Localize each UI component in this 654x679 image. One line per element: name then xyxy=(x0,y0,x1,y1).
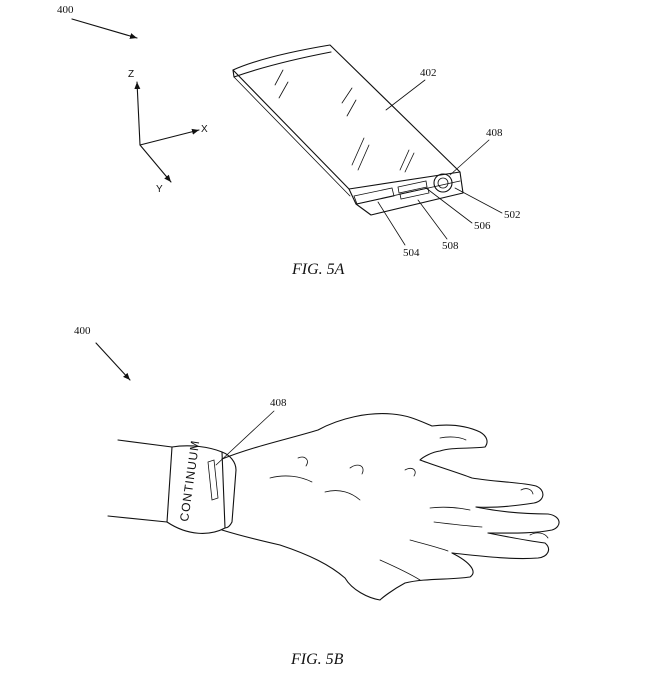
thumb-nail-mark xyxy=(439,436,467,441)
ref-408-label-b: 408 xyxy=(270,397,287,409)
ref-408-label-a: 408 xyxy=(486,127,503,139)
glare-mark xyxy=(341,87,357,117)
ref-504-label: 504 xyxy=(403,247,420,259)
forearm-bottom-edge xyxy=(107,515,168,523)
finger-ring-outline xyxy=(451,532,550,560)
figure-5a-caption: FIG. 5A xyxy=(291,261,345,278)
ref-502-leader xyxy=(454,187,503,214)
display-element-504 xyxy=(353,187,395,205)
ref-402-leader xyxy=(385,79,426,111)
indicator-506 xyxy=(397,180,428,194)
palm-crease xyxy=(379,559,421,581)
finger-middle-outline xyxy=(475,506,560,534)
ref-508-label: 508 xyxy=(442,240,459,252)
band-side xyxy=(221,451,237,529)
band-button-408 xyxy=(207,459,219,501)
glare-mark xyxy=(351,137,370,171)
z-axis-label: Z xyxy=(128,69,134,80)
ref-400-arrow-a xyxy=(71,18,138,39)
ref-400-arrow-b xyxy=(95,342,131,381)
button-408 xyxy=(433,173,453,193)
figure-5b-caption: FIG. 5B xyxy=(290,651,344,668)
button-408-inner xyxy=(437,177,449,189)
figure-5b: 400 408 xyxy=(74,325,560,668)
ref-400-label-a: 400 xyxy=(57,4,74,16)
palm-lower-outline xyxy=(221,529,474,601)
finger-crease xyxy=(409,539,449,552)
fingernail-mark xyxy=(520,488,534,495)
figure-5a: 400 Z X Y xyxy=(57,4,521,278)
fingernail-mark xyxy=(529,532,549,539)
knuckle-line xyxy=(349,464,364,475)
y-axis xyxy=(139,144,172,183)
hand-upper-outline xyxy=(221,413,544,508)
ref-504-leader xyxy=(377,201,406,246)
z-axis xyxy=(134,81,141,146)
ref-502-label: 502 xyxy=(504,209,521,221)
hand-illustration xyxy=(107,413,560,601)
wrist-band: CONTINUUM xyxy=(166,439,237,534)
finger-crease xyxy=(429,506,471,511)
ref-508-leader xyxy=(417,199,448,240)
tendon-line xyxy=(324,490,361,501)
indicator-508 xyxy=(399,187,430,200)
device-curved-edge xyxy=(232,51,332,78)
forearm-top-edge xyxy=(117,439,173,448)
wearable-device xyxy=(232,44,464,216)
coordinate-axes: Z X Y xyxy=(128,69,208,195)
band-text: CONTINUUM xyxy=(177,439,202,522)
ref-506-label: 506 xyxy=(474,220,491,232)
device-side-edge xyxy=(233,76,351,197)
device-top-surface xyxy=(232,44,461,190)
glare-mark xyxy=(399,149,415,173)
knuckle-line xyxy=(404,468,416,477)
ref-408-leader-b xyxy=(215,410,275,466)
ref-506-leader xyxy=(425,187,473,224)
ref-408-leader-a xyxy=(449,139,490,176)
glare-mark xyxy=(274,69,289,99)
x-axis xyxy=(139,128,200,146)
finger-crease xyxy=(433,521,483,528)
tendon-line xyxy=(269,475,313,483)
ref-400-label-b: 400 xyxy=(74,325,91,337)
device-front-face xyxy=(348,171,464,216)
y-axis-label: Y xyxy=(156,184,163,195)
knuckle-line xyxy=(297,456,308,467)
x-axis-label: X xyxy=(201,124,208,135)
ref-402-label: 402 xyxy=(420,67,437,79)
